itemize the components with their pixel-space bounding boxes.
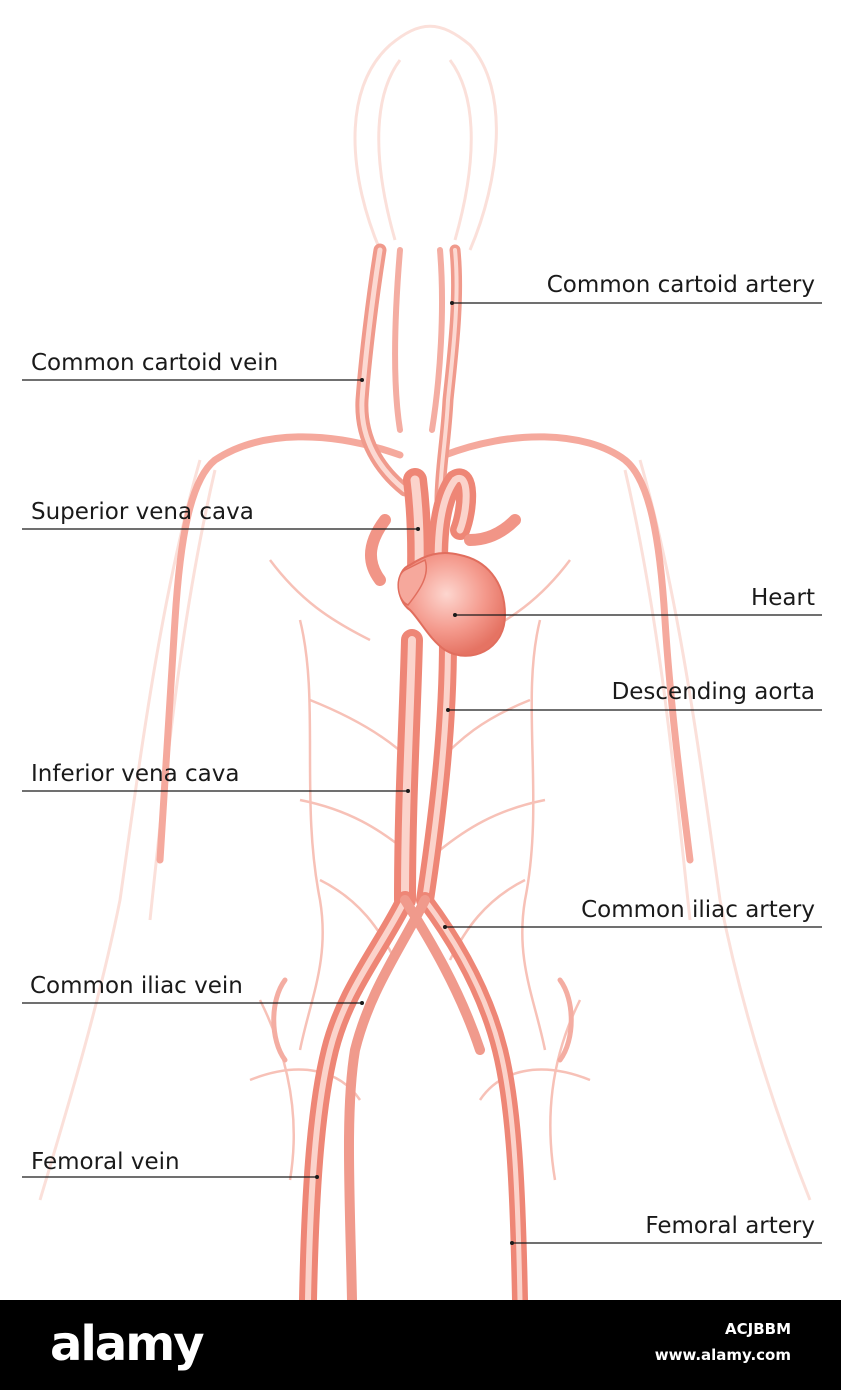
leader-lines	[22, 302, 822, 1244]
leg-vessels	[271, 891, 574, 1300]
label-common-carotid-artery: Common cartoid artery	[546, 272, 815, 298]
label-common-iliac-artery: Common iliac artery	[581, 897, 815, 923]
label-heart: Heart	[750, 585, 815, 611]
trunk-vessels	[394, 629, 457, 911]
arm-vessels	[156, 433, 694, 864]
label-descending-aorta: Descending aorta	[611, 679, 815, 705]
image-id: ACJBBM	[725, 1320, 791, 1338]
label-femoral-artery: Femoral artery	[645, 1213, 815, 1239]
label-common-iliac-vein: Common iliac vein	[30, 973, 243, 999]
circulatory-illustration	[22, 24, 822, 1300]
label-femoral-vein: Femoral vein	[31, 1149, 180, 1175]
label-common-carotid-vein: Common cartoid vein	[31, 350, 279, 376]
label-superior-vena-cava: Superior vena cava	[31, 499, 254, 525]
alamy-logo: alamy	[50, 1316, 205, 1372]
leader-dots	[315, 301, 514, 1245]
faint-peripheral-vessels	[38, 24, 812, 1201]
site-url: www.alamy.com	[654, 1346, 791, 1364]
heart-illustration	[397, 552, 507, 657]
torso-branch-vessels	[249, 559, 591, 1181]
anatomy-diagram: Common cartoid artery Common cartoid vei…	[22, 24, 822, 1300]
label-inferior-vena-cava: Inferior vena cava	[31, 761, 240, 787]
neck-vessels	[355, 243, 463, 506]
watermark-footer: alamy ACJBBM www.alamy.com	[0, 1300, 841, 1390]
